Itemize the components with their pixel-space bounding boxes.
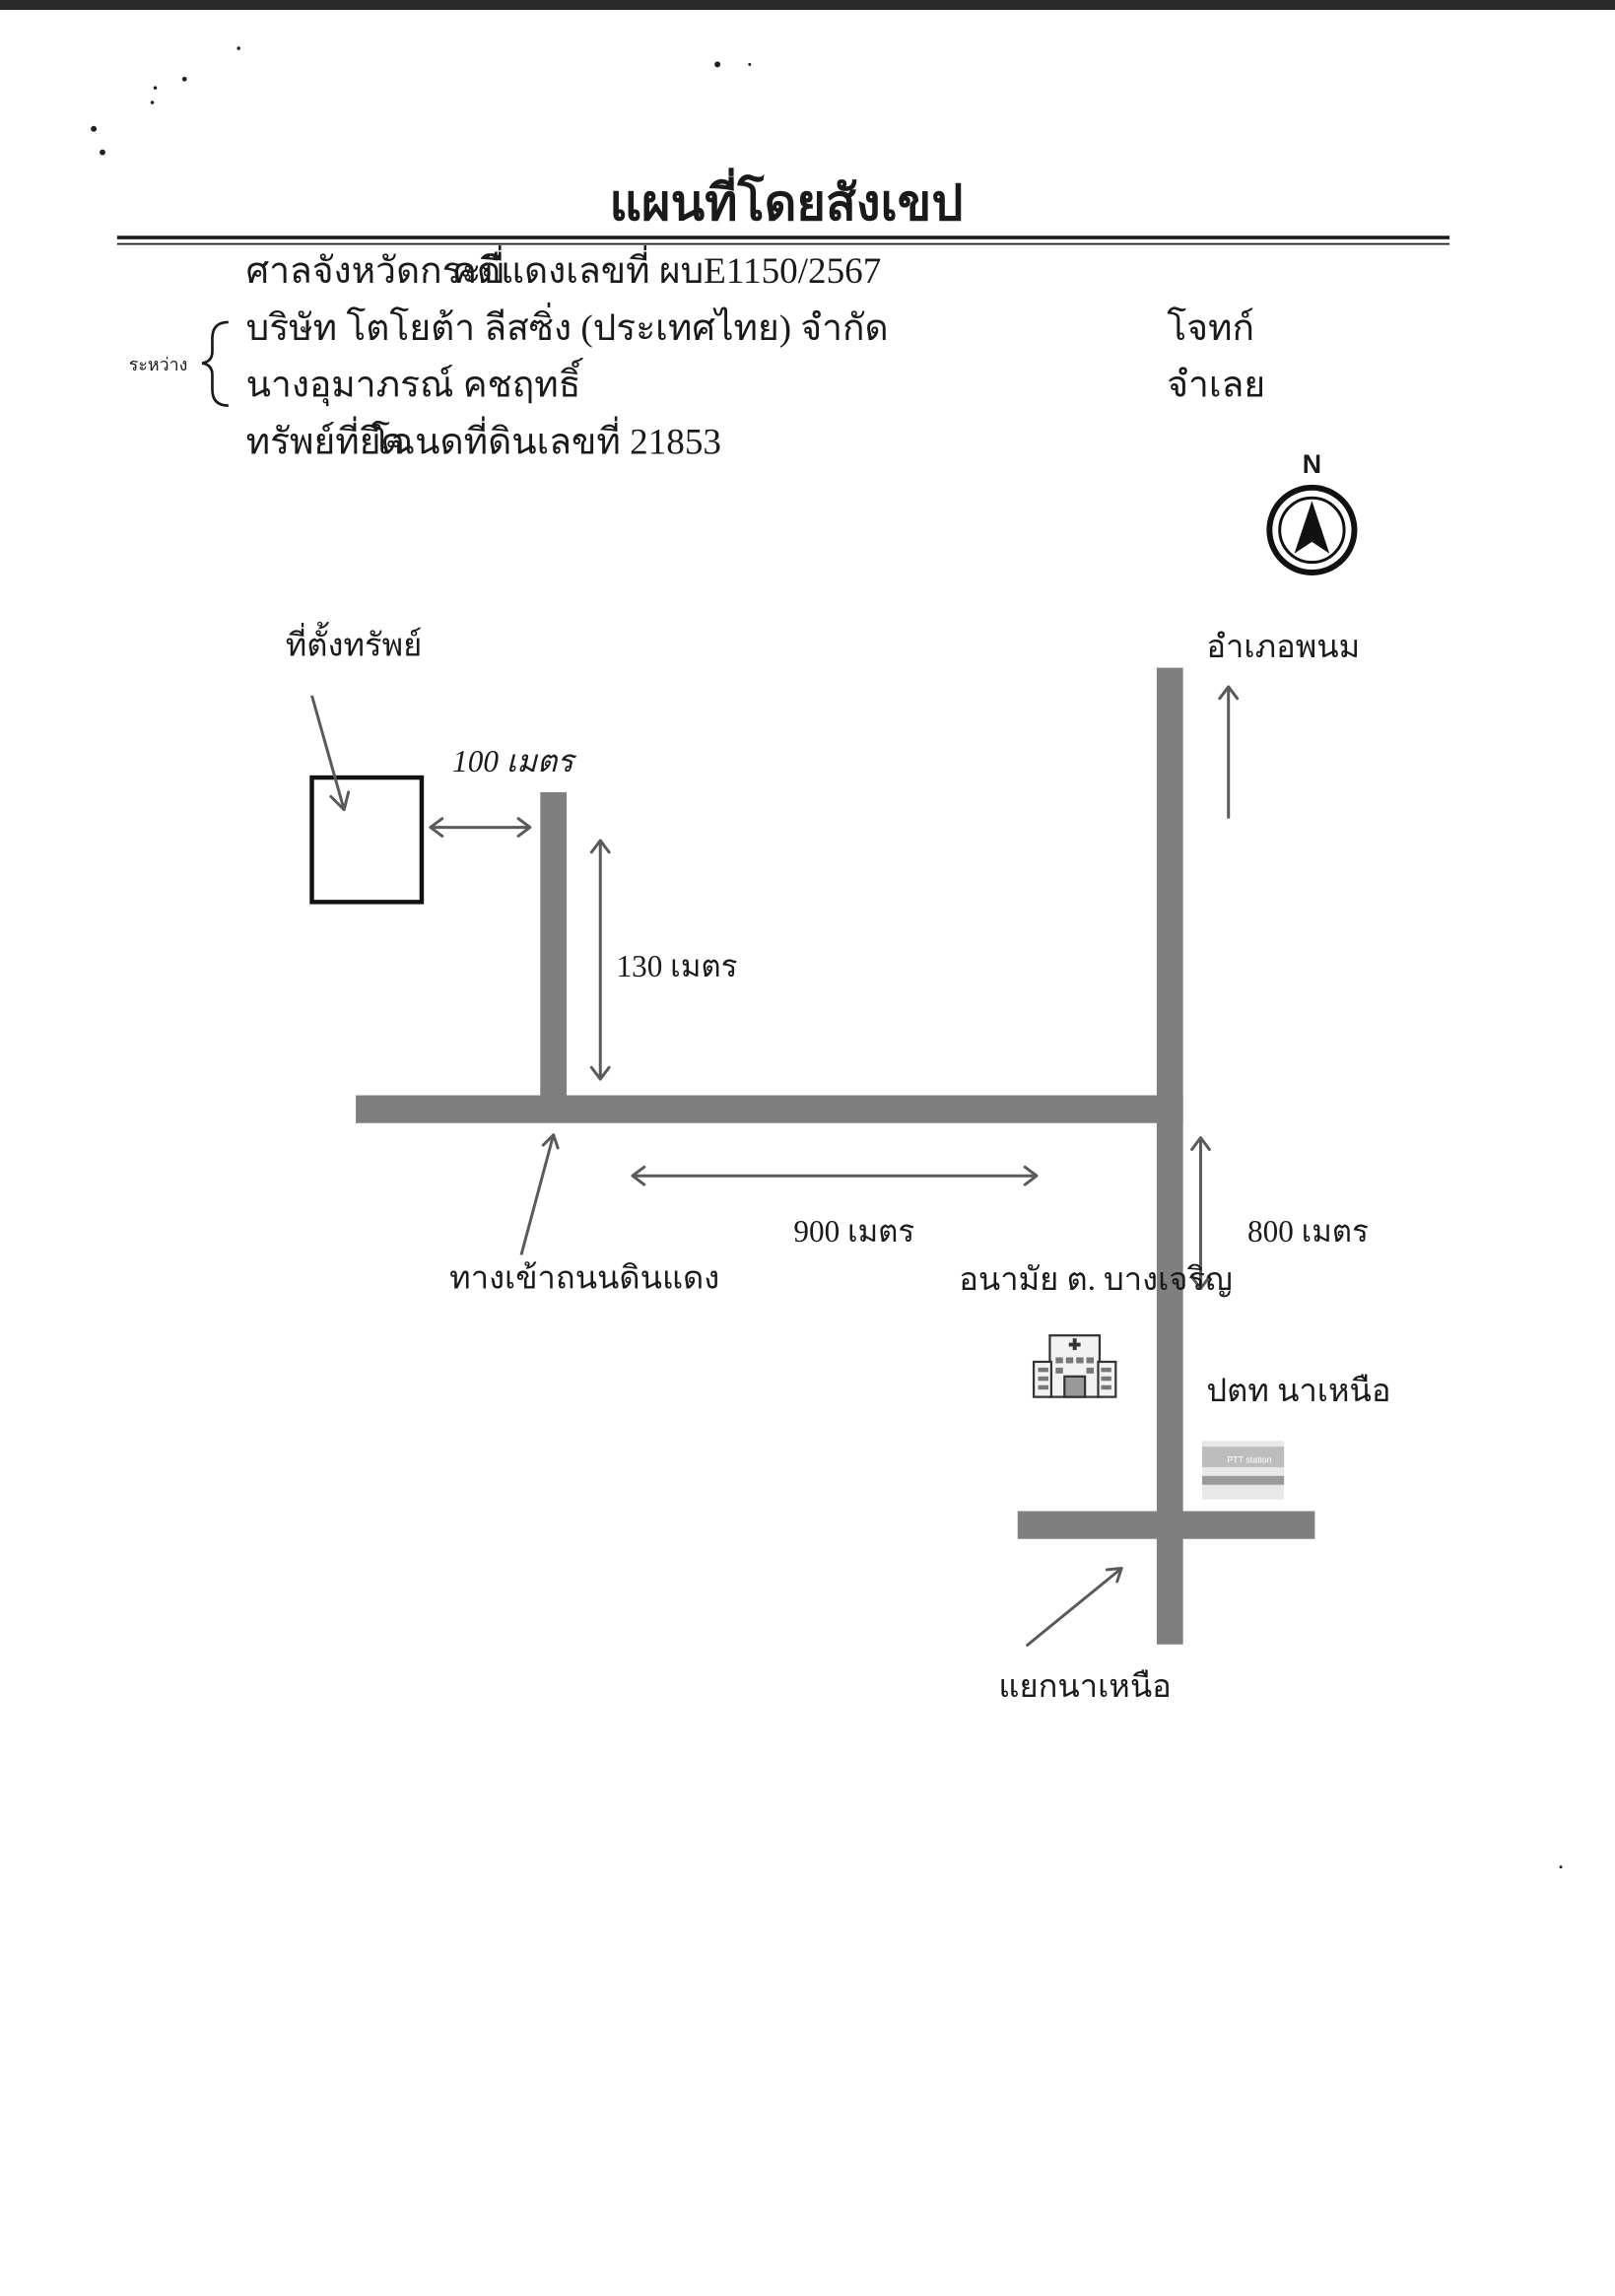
distance-to-side-road: 100 เมตร bbox=[452, 744, 576, 778]
distance-arrow-900m bbox=[631, 1165, 1039, 1186]
junction-pointer-arrow bbox=[1025, 1566, 1123, 1648]
property-location-label: ที่ตั้งทรัพย์ bbox=[286, 622, 423, 664]
gas-station-icon: PTT station bbox=[1201, 1441, 1285, 1500]
side-road-length: 130 เมตร bbox=[617, 949, 738, 983]
seized-property-label: ทรัพย์ที่ยึด bbox=[246, 416, 405, 463]
defendant-role: จำเลย bbox=[1167, 366, 1265, 406]
main-road-vertical bbox=[1156, 667, 1183, 1645]
court-name: ศาลจังหวัดกระบี่ bbox=[246, 244, 505, 292]
defendant-name: นางอุมาภรณ์ คชฤทธิ์ bbox=[246, 358, 584, 407]
distance-arrow-800m bbox=[1190, 1136, 1211, 1291]
title-rule bbox=[116, 236, 1450, 245]
property-pointer-arrow bbox=[310, 695, 351, 812]
deed-number: โฉนดที่ดินเลขที่ 21853 bbox=[370, 416, 721, 463]
compass-north-icon: N bbox=[1266, 449, 1358, 575]
district-direction-arrow bbox=[1218, 685, 1240, 819]
entrance-pointer-arrow bbox=[519, 1133, 560, 1255]
entrance-label: ทางเข้าถนนดินแดง bbox=[449, 1261, 719, 1297]
health-center-distance: 800 เมตร bbox=[1247, 1214, 1369, 1249]
gas-station-label: ปตท นาเหนือ bbox=[1206, 1374, 1390, 1409]
plaintiff-name: บริษัท โตโยต้า ลีสซิ่ง (ประเทศไทย) จำกัด bbox=[246, 302, 889, 349]
scan-top-edge bbox=[0, 0, 1615, 10]
main-road-segment-distance: 900 เมตร bbox=[793, 1214, 914, 1249]
property-parcel bbox=[309, 775, 425, 905]
hospital-icon bbox=[1032, 1334, 1117, 1398]
case-number: คดีแดงเลขที่ ผบE1150/2567 bbox=[452, 244, 881, 292]
health-center-label: อนามัย ต. บางเจริญ bbox=[959, 1262, 1233, 1298]
distance-arrow-100m bbox=[429, 817, 532, 838]
roads bbox=[356, 667, 1315, 1645]
between-label: ระหว่าง bbox=[129, 355, 188, 374]
document-title: แผนที่โดยสังเขป bbox=[610, 168, 964, 231]
compass-label: N bbox=[1303, 449, 1321, 479]
distance-arrow-130m bbox=[589, 839, 611, 1081]
junction-road bbox=[1017, 1511, 1315, 1539]
district-label: อำเภอพนม bbox=[1206, 630, 1360, 665]
plaintiff-role: โจทก์ bbox=[1167, 306, 1254, 349]
scan-specks bbox=[91, 46, 1563, 1869]
side-road bbox=[540, 791, 568, 1097]
gas-station-sign: PTT station bbox=[1227, 1454, 1271, 1464]
junction-label: แยกนาเหนือ bbox=[998, 1669, 1171, 1705]
between-brace bbox=[201, 320, 229, 407]
main-road-horizontal bbox=[356, 1095, 1183, 1123]
